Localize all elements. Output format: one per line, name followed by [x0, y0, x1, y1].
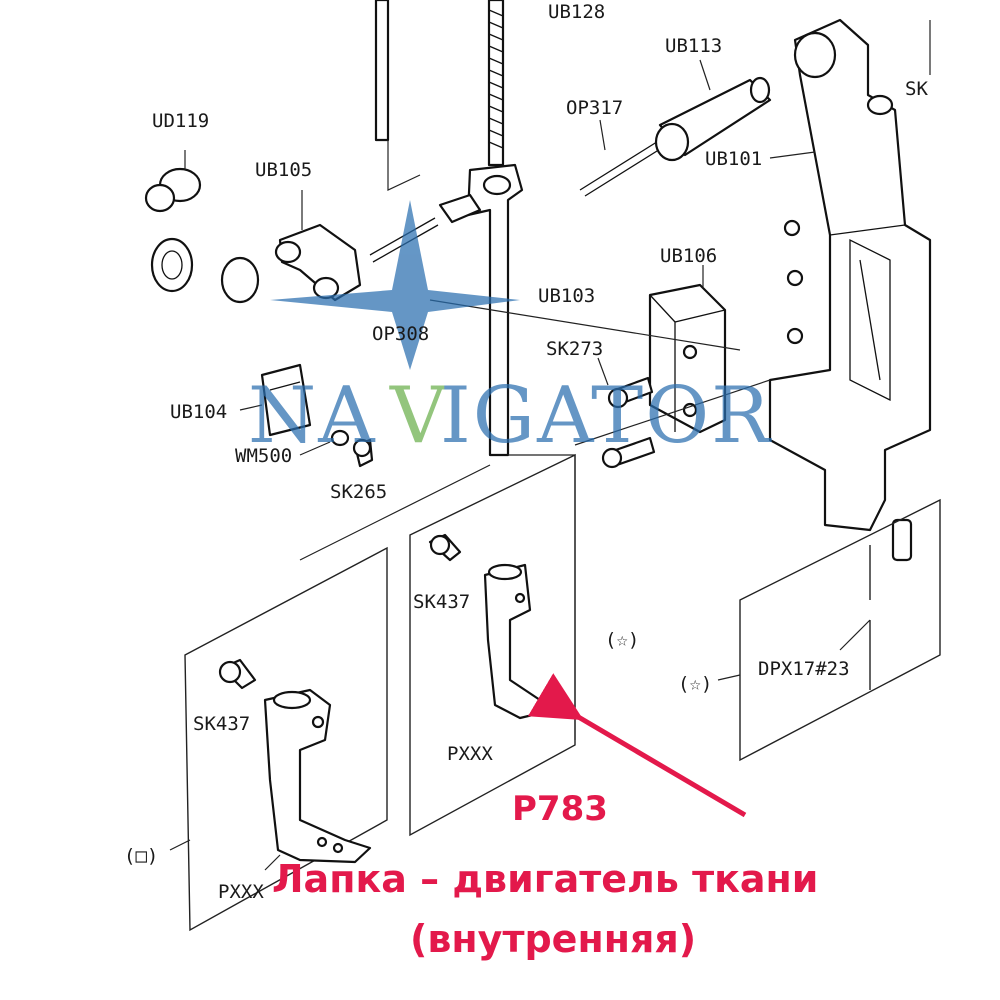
navigator-watermark: NA V IGATOR	[248, 200, 772, 461]
label-ub106: UB106	[660, 245, 717, 267]
label-sk265: SK265	[330, 481, 387, 503]
callout-part-code: P783	[512, 789, 608, 829]
label-star-outer: (☆)	[678, 673, 712, 695]
label-wm500: WM500	[235, 445, 292, 467]
product-callout: P783 Лапка – двигатель ткани (внутренняя…	[272, 673, 818, 961]
label-ub103: UB103	[538, 285, 595, 307]
callout-arrow	[527, 673, 747, 818]
label-ub113: UB113	[665, 35, 722, 57]
block-part	[648, 265, 727, 434]
screws-sk273	[597, 357, 656, 469]
callout-title-line2: (внутренняя)	[410, 917, 696, 961]
label-sk273: SK273	[546, 338, 603, 360]
compass-star-logo	[270, 200, 520, 370]
label-ud119: UD119	[152, 110, 209, 132]
label-ub105: UB105	[255, 159, 312, 181]
spring-and-pin	[579, 59, 772, 197]
frame-star-variant	[739, 498, 941, 762]
upper-rod	[374, 0, 505, 191]
part-labels: UB128 UB113 UD119 OP317 UB105 UB101 SK U…	[124, 1, 928, 903]
callout-title-line1: Лапка – двигатель ткани	[272, 857, 818, 901]
label-sk-top: SK	[905, 78, 928, 100]
label-op317: OP317	[566, 97, 623, 119]
label-ub128: UB128	[548, 1, 605, 23]
presser-foot-left	[169, 658, 372, 871]
label-sk437-inner: SK437	[413, 591, 470, 613]
main-casting	[768, 18, 932, 690]
label-dpx17: DPX17#23	[758, 658, 850, 680]
label-pxxx-inner: PXXX	[447, 743, 493, 765]
watermark-text-v: V	[389, 371, 448, 461]
label-pxxx-left: PXXX	[218, 881, 264, 903]
label-ub101: UB101	[705, 148, 762, 170]
watermark-text-left: NA	[248, 371, 377, 461]
presser-foot-p783	[428, 533, 547, 720]
label-sk437-left: SK437	[193, 713, 250, 735]
bracket-and-screw	[239, 363, 374, 468]
label-op308: OP308	[372, 323, 429, 345]
label-star-inner: (☆)	[605, 629, 639, 651]
label-ub104: UB104	[170, 401, 227, 423]
dpx-leader	[839, 619, 871, 651]
frame-inner-foot	[409, 453, 576, 837]
frame-square-variant	[184, 546, 388, 932]
bushing-part	[144, 150, 260, 304]
label-square-variant: (□)	[124, 845, 158, 867]
star-leader	[717, 674, 741, 681]
watermark-text-right: IGATOR	[440, 371, 772, 461]
